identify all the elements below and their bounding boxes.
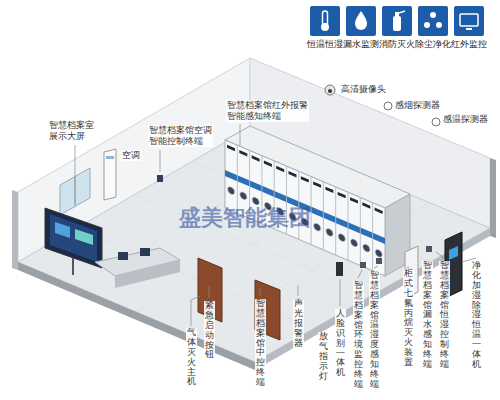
face-recognition-device <box>336 262 343 276</box>
wall-edge <box>12 190 18 270</box>
callout-label: 感烟探测器 <box>394 100 441 111</box>
callout-label: 智慧档案馆空调智能控制终端 <box>148 125 213 147</box>
air-conditioner <box>106 156 114 159</box>
floor <box>18 128 490 362</box>
monitor <box>140 248 150 256</box>
callout-label: 智慧档案馆环境监控终端 <box>353 281 364 390</box>
screen-content <box>55 222 70 238</box>
feature-icon <box>418 6 448 36</box>
callout-label: 放气指示灯 <box>318 332 329 381</box>
smoke-detector <box>384 102 392 110</box>
callout-label: 空调 <box>121 150 141 161</box>
icon-box: 消防灭火 <box>378 6 416 51</box>
feature-icon <box>454 6 484 36</box>
leader-line <box>75 124 476 326</box>
screen-content <box>50 214 97 262</box>
camera <box>325 85 335 95</box>
callout-label: 智慧档案馆漏水感知终端 <box>422 261 433 370</box>
callout-label: 智慧档案馆红外报警智能感知终端 <box>226 100 309 122</box>
camera <box>328 89 332 93</box>
feature-icon <box>382 6 412 36</box>
icon-caption: 漏水监测 <box>342 38 380 51</box>
feature-icon <box>310 6 340 36</box>
screen-stand <box>72 258 74 275</box>
callout-label: 智慧档案馆中控终端 <box>255 299 266 388</box>
callout-label: 智慧档案室展示大屏 <box>48 120 95 142</box>
icon-box: 除尘净化 <box>414 6 452 51</box>
callout-label: 紧急启动按钮 <box>204 301 215 360</box>
callout-label: 柜式七氟丙烷灭火装置 <box>403 269 414 368</box>
callout-label: 高清摄像头 <box>340 84 387 95</box>
icon-caption: 红外监控 <box>450 38 488 51</box>
callout-label: 净化加湿除湿恒温一体机 <box>471 261 482 370</box>
desk <box>115 260 180 288</box>
watermark: 盛美智能集团 <box>178 205 312 231</box>
heat-detector <box>432 118 440 126</box>
callout-label: 感温探测器 <box>442 114 489 125</box>
sensor <box>376 258 382 264</box>
icon-caption: 恒温恒湿 <box>306 38 344 51</box>
callout-label: 智慧档案馆温湿度感知终端 <box>369 271 380 390</box>
air-conditioner <box>104 149 116 200</box>
icon-box: 漏水监测 <box>342 6 380 51</box>
purifier-screen <box>449 246 458 260</box>
control-terminal <box>157 175 163 182</box>
feature-icon <box>346 6 376 36</box>
icon-caption: 除尘净化 <box>414 38 452 51</box>
icon-caption: 消防灭火 <box>378 38 416 51</box>
sensor <box>426 246 432 252</box>
sensor <box>360 262 366 268</box>
callout-label: 声光报警器 <box>293 299 304 348</box>
screen-content <box>75 229 93 245</box>
wall-edge <box>490 158 496 238</box>
callout-label: 人脸识别一体机 <box>335 309 346 378</box>
icon-box: 恒温恒湿 <box>306 6 344 51</box>
monitor <box>118 252 128 260</box>
callout-label: 智慧档案馆恒湿控制终端 <box>439 261 450 370</box>
callout-label: 气体灭火主机 <box>186 328 197 387</box>
icon-box: 红外监控 <box>450 6 488 51</box>
